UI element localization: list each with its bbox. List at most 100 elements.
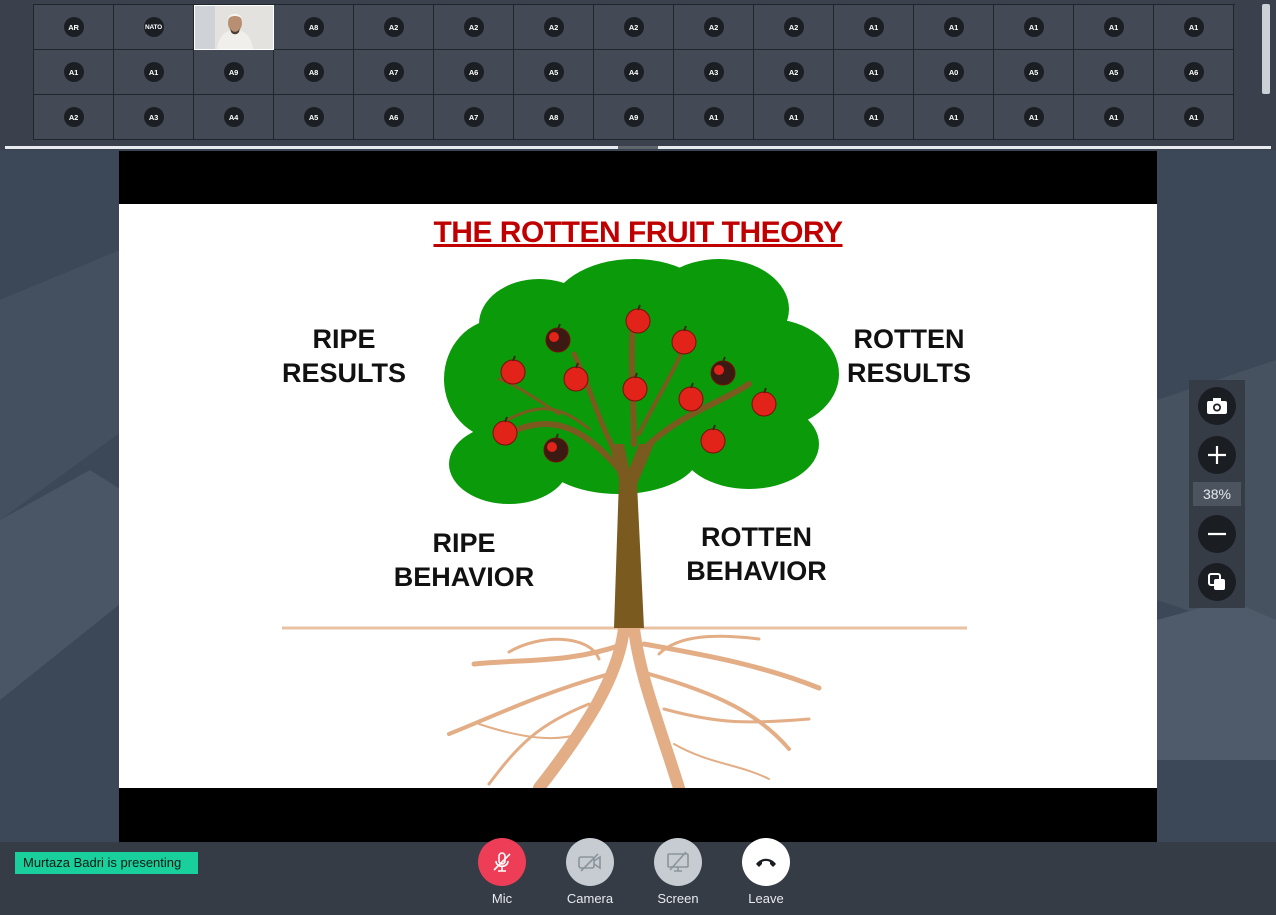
zoom-in-button[interactable] [1198,436,1236,474]
participant-tile[interactable]: A1 [994,95,1074,140]
copy-layers-icon [1208,573,1225,590]
participant-tile[interactable]: A1 [1154,95,1234,140]
participant-tile[interactable]: A1 [994,5,1074,50]
leave-control[interactable]: Leave [741,838,791,906]
participant-tile[interactable]: A6 [354,95,434,140]
participant-tile[interactable]: A8 [274,50,354,95]
participant-avatar: A1 [1103,17,1124,37]
participant-tile[interactable]: NATO [114,5,194,50]
apple-stem [712,424,716,431]
participant-tile[interactable]: A2 [594,5,674,50]
screen-share-off-icon [667,851,689,872]
participant-tile[interactable]: A2 [754,5,834,50]
participant-tile[interactable]: A1 [1074,95,1154,140]
participant-tile[interactable]: A9 [594,95,674,140]
mic-control[interactable]: Mic [477,838,527,906]
participant-avatar: A7 [383,62,404,82]
participant-avatar: A2 [703,17,724,37]
participant-tile[interactable]: A2 [34,95,114,140]
participant-tile[interactable]: A2 [674,5,754,50]
participant-avatar: A1 [1103,107,1124,127]
participant-tile[interactable]: A1 [914,95,994,140]
participant-tile[interactable]: A8 [274,5,354,50]
participant-avatar: A1 [703,107,724,127]
participant-avatar: A0 [943,62,964,82]
participant-avatar: A1 [63,62,84,82]
participant-tile[interactable]: A4 [594,50,674,95]
participant-tile[interactable]: A2 [754,50,834,95]
participant-avatar: A2 [783,17,804,37]
participant-avatar: A1 [1183,107,1204,127]
ripe-apple [492,420,518,446]
participant-tile[interactable]: A6 [434,50,514,95]
ripe-apple [671,329,697,355]
participant-tile[interactable]: A5 [514,50,594,95]
participant-tile[interactable]: A2 [514,5,594,50]
participant-avatar: A1 [1023,107,1044,127]
participants-scrollbar[interactable] [1262,4,1270,94]
participant-tile[interactable]: A6 [1154,50,1234,95]
camera-button[interactable] [566,838,614,886]
participant-tile[interactable]: A3 [114,95,194,140]
participant-tile[interactable]: A1 [834,50,914,95]
participant-tile[interactable]: A5 [1074,50,1154,95]
apple-spot [547,442,557,452]
participant-avatar: A2 [623,17,644,37]
mic-button[interactable] [478,838,526,886]
grid-resize-handle[interactable] [618,146,658,149]
ripe-apple [622,376,648,402]
participant-tile[interactable]: A5 [994,50,1074,95]
participant-tile[interactable]: A7 [354,50,434,95]
participant-tile[interactable]: A1 [1074,5,1154,50]
participant-avatar: A5 [543,62,564,82]
ripe-apple [563,366,589,392]
snapshot-button[interactable] [1198,387,1236,425]
participant-tile[interactable]: A1 [834,5,914,50]
camera-control[interactable]: Camera [565,838,615,906]
participant-tile[interactable]: A3 [674,50,754,95]
participant-avatar: A1 [863,107,884,127]
minus-icon [1208,532,1226,536]
participant-avatar: A8 [303,62,324,82]
zoom-level: 38% [1193,482,1241,506]
screen-control[interactable]: Screen [653,838,703,906]
participant-tile[interactable]: A1 [754,95,834,140]
participant-avatar: NATO [143,17,164,37]
screen-button[interactable] [654,838,702,886]
participant-tile[interactable]: A1 [114,50,194,95]
screen-label: Screen [657,891,699,906]
zoom-panel: 38% [1189,380,1245,608]
ripe-apple [678,386,704,412]
participant-tile[interactable]: A9 [194,50,274,95]
participant-avatar: A2 [383,17,404,37]
participant-tile[interactable]: A1 [674,95,754,140]
participant-avatar: A9 [223,62,244,82]
fit-to-screen-button[interactable] [1198,563,1236,601]
participant-avatar: A1 [783,107,804,127]
participant-video-tile[interactable] [194,5,274,50]
leave-button[interactable] [742,838,790,886]
participant-tile[interactable]: A1 [914,5,994,50]
participant-tile[interactable]: A7 [434,95,514,140]
participant-tile[interactable]: A0 [914,50,994,95]
mic-label: Mic [491,891,513,906]
participant-tile[interactable]: A2 [354,5,434,50]
participant-tile[interactable]: A1 [834,95,914,140]
apple-stem [637,304,641,311]
participant-tile[interactable]: A5 [274,95,354,140]
participant-tile[interactable]: A4 [194,95,274,140]
apple-spot [714,365,724,375]
mic-muted-icon [493,852,511,872]
participant-tile[interactable]: A1 [1154,5,1234,50]
participant-tile[interactable]: AR [34,5,114,50]
participant-tile[interactable]: A8 [514,95,594,140]
participant-avatar: A5 [303,107,324,127]
apple-stem [557,323,561,330]
zoom-out-button[interactable] [1198,515,1236,553]
participant-tile[interactable]: A2 [434,5,514,50]
participant-tile[interactable]: A1 [34,50,114,95]
